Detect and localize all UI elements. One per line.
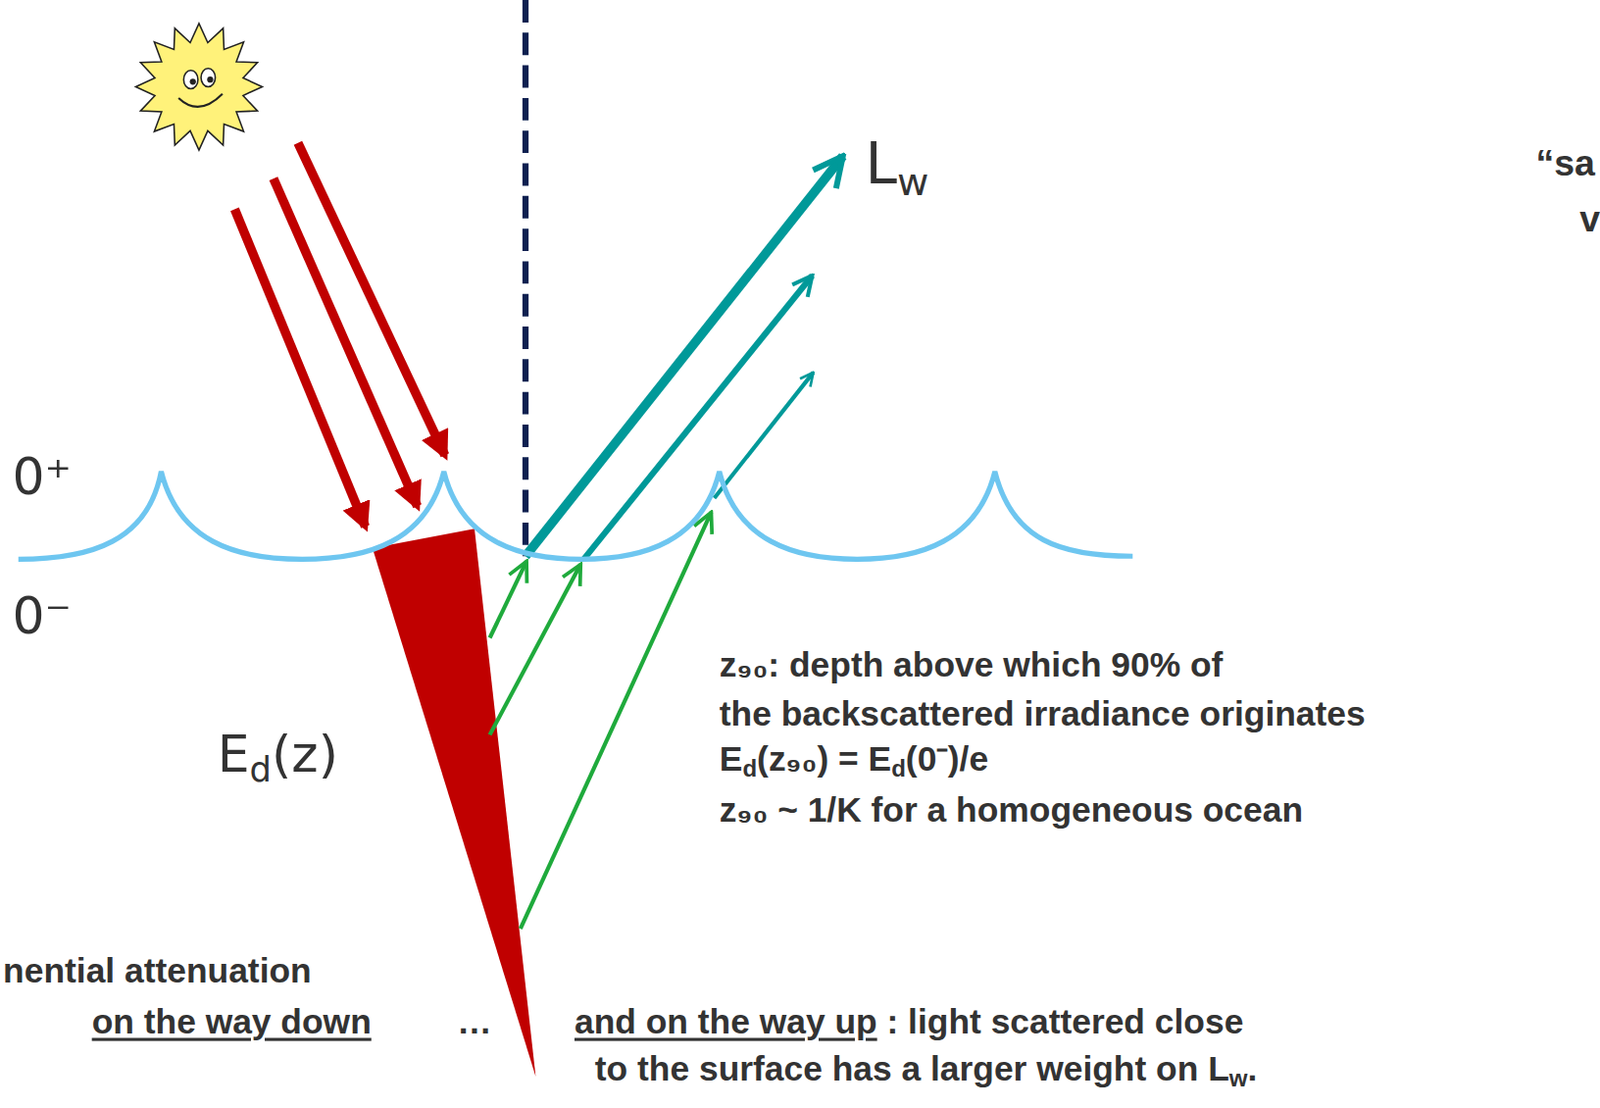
label-text: 0⁻ (11, 586, 72, 646)
label-text: E (719, 739, 744, 779)
label-text: … (456, 1001, 492, 1042)
label-text: E (217, 724, 250, 784)
label-text: (0⁻)/e (905, 739, 989, 779)
text-line: Ed(z₉₀) = Ed(0⁻)/e (719, 739, 989, 784)
text-line: “sa (1535, 142, 1595, 185)
downwelling-irradiance-wedge (372, 528, 537, 1077)
label-text: (z) (271, 724, 339, 784)
text-line: to the surface has a larger weight on Lw… (595, 1049, 1258, 1094)
subscript-text: d (742, 755, 757, 783)
text-line: and on the way up : light scattered clos… (574, 1001, 1244, 1043)
subscript-text: d (891, 755, 906, 783)
label-text: 0⁺ (11, 447, 72, 506)
label-text: . (1247, 1049, 1257, 1089)
incident-sunlight-arrows (234, 143, 445, 527)
label-text: to the surface has a larger weight on L (595, 1049, 1230, 1089)
label-text: : light scattered close (877, 1001, 1245, 1042)
sea-surface-wave (18, 471, 1134, 560)
label-text: z₉₀ ~ 1/K for a homogeneous ocean (719, 790, 1303, 830)
text-line: z₉₀ ~ 1/K for a homogeneous ocean (719, 790, 1303, 831)
vertical-dashed-line (522, 0, 529, 556)
subscript-text: d (250, 748, 272, 790)
sun-symbol (135, 23, 262, 150)
text-line: 0⁻ (11, 588, 72, 648)
label-text: on the way down (92, 1001, 372, 1042)
subscript-text: w (897, 158, 929, 204)
label-text: L (865, 130, 898, 198)
text-line: z₉₀: depth above which 90% of (719, 645, 1224, 686)
label-text: v (1579, 198, 1600, 241)
label-text: nential attenuation (2, 950, 312, 991)
label-text: (z₉₀) = E (756, 739, 892, 779)
text-line: Lw (865, 131, 930, 204)
label-text: z₉₀: depth above which 90% of (719, 645, 1224, 685)
label-text: and on the way up (574, 1001, 878, 1042)
label-text: the backscattered irradiance originates (719, 694, 1366, 734)
text-line: v (1579, 198, 1600, 241)
text-line: nential attenuation (2, 950, 312, 992)
backscatter-arrows (490, 511, 712, 929)
text-line: … (456, 1001, 492, 1043)
water-leaving-radiance-arrows (525, 155, 844, 559)
text-line: on the way down (92, 1001, 372, 1043)
text-line: Ed(z) (217, 725, 339, 790)
text-line: the backscattered irradiance originates (719, 694, 1366, 735)
subscript-text: w (1229, 1065, 1249, 1093)
text-line: 0⁺ (11, 448, 72, 507)
label-text: “sa (1535, 142, 1595, 185)
